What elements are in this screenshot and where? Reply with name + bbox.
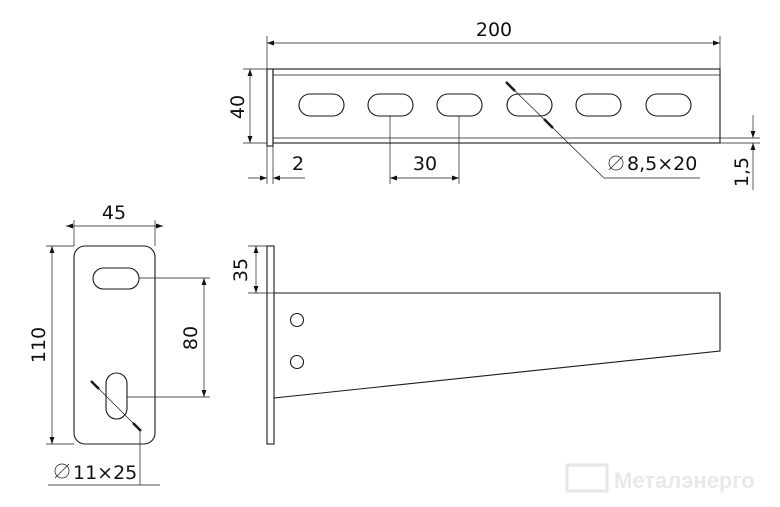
dim-thickness: 1,5 — [720, 115, 760, 190]
slot-6 — [645, 93, 692, 117]
dim-offset: 35 — [230, 245, 274, 294]
channel-body — [272, 68, 721, 144]
side-plate-view: 45 110 80 11×25 — [28, 202, 210, 486]
dim-plate-width: 45 — [66, 202, 163, 246]
dim-pitch: 30 — [389, 116, 460, 184]
dim-slot-label: 8,5×20 — [627, 153, 697, 175]
watermark: Металэнерго — [565, 463, 755, 493]
dim-plate-height: 110 — [28, 245, 74, 445]
dim-plate-slot-label: 11×25 — [73, 462, 137, 484]
profile-hole-lower — [289, 354, 305, 370]
top-flange-plate — [266, 68, 274, 147]
dim-offset-label: 35 — [230, 258, 252, 282]
slot-5 — [575, 93, 622, 117]
dim-hole-spacing-label: 80 — [180, 326, 202, 350]
plate-slot-horizontal — [92, 267, 140, 290]
dim-hole-spacing: 80 — [127, 277, 210, 398]
dim-height-label: 40 — [227, 95, 249, 119]
dim-length: 200 — [266, 19, 721, 69]
dim-thickness-label: 1,5 — [731, 157, 753, 187]
dim-slot: 8,5×20 — [505, 81, 700, 179]
profile-arm — [273, 292, 721, 399]
profile-view: 35 — [230, 245, 721, 445]
top-view: 200 40 2 30 — [227, 19, 760, 190]
slot-4 — [506, 93, 553, 117]
dim-flange: 2 — [248, 146, 305, 184]
dim-plate-height-label: 110 — [28, 327, 50, 363]
profile-plate — [266, 245, 275, 445]
slot-2 — [367, 93, 414, 117]
dim-length-label: 200 — [476, 19, 512, 41]
top-slots — [298, 93, 692, 117]
dim-plate-slot: 11×25 — [48, 380, 160, 486]
dim-height: 40 — [227, 68, 267, 144]
slot-3 — [436, 93, 483, 117]
plate-slot-vertical — [105, 372, 128, 420]
dim-plate-width-label: 45 — [102, 202, 126, 224]
slot-1 — [298, 93, 345, 117]
profile-hole-upper — [289, 312, 305, 328]
watermark-text: Металэнерго — [614, 468, 755, 493]
dim-pitch-label: 30 — [413, 153, 437, 175]
dim-flange-label: 2 — [292, 153, 304, 175]
mounting-plate — [73, 245, 156, 445]
